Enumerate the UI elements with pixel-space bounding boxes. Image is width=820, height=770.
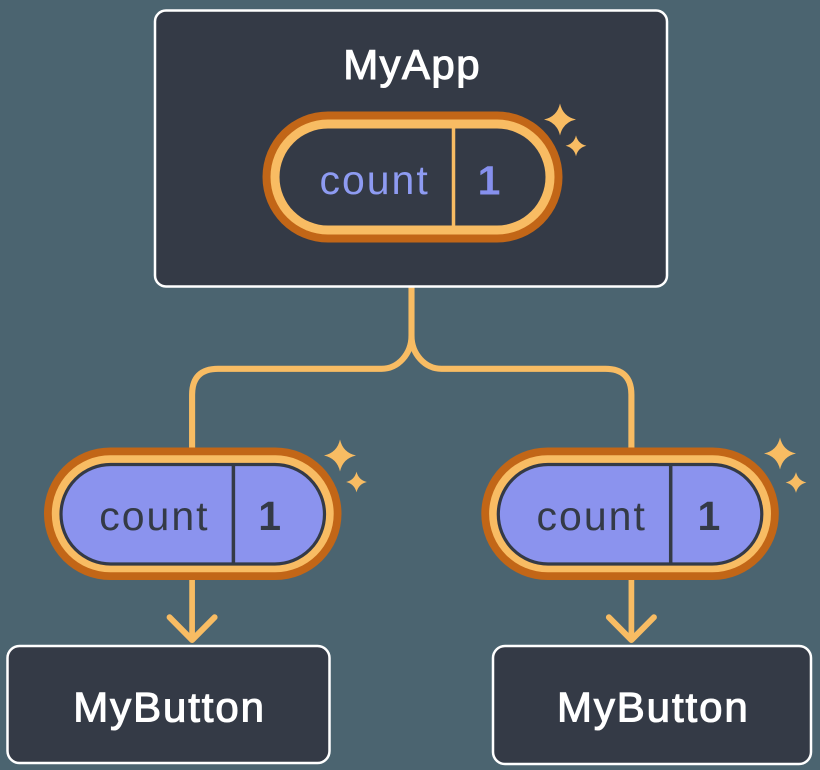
svg-text:count: count xyxy=(537,493,647,539)
svg-text:MyButton: MyButton xyxy=(557,684,750,731)
svg-text:count: count xyxy=(319,157,429,203)
svg-text:MyApp: MyApp xyxy=(343,41,481,88)
svg-text:1: 1 xyxy=(478,158,501,204)
svg-text:1: 1 xyxy=(697,493,720,539)
svg-text:1: 1 xyxy=(258,493,281,539)
svg-text:count: count xyxy=(99,493,209,539)
svg-text:MyButton: MyButton xyxy=(73,684,266,731)
